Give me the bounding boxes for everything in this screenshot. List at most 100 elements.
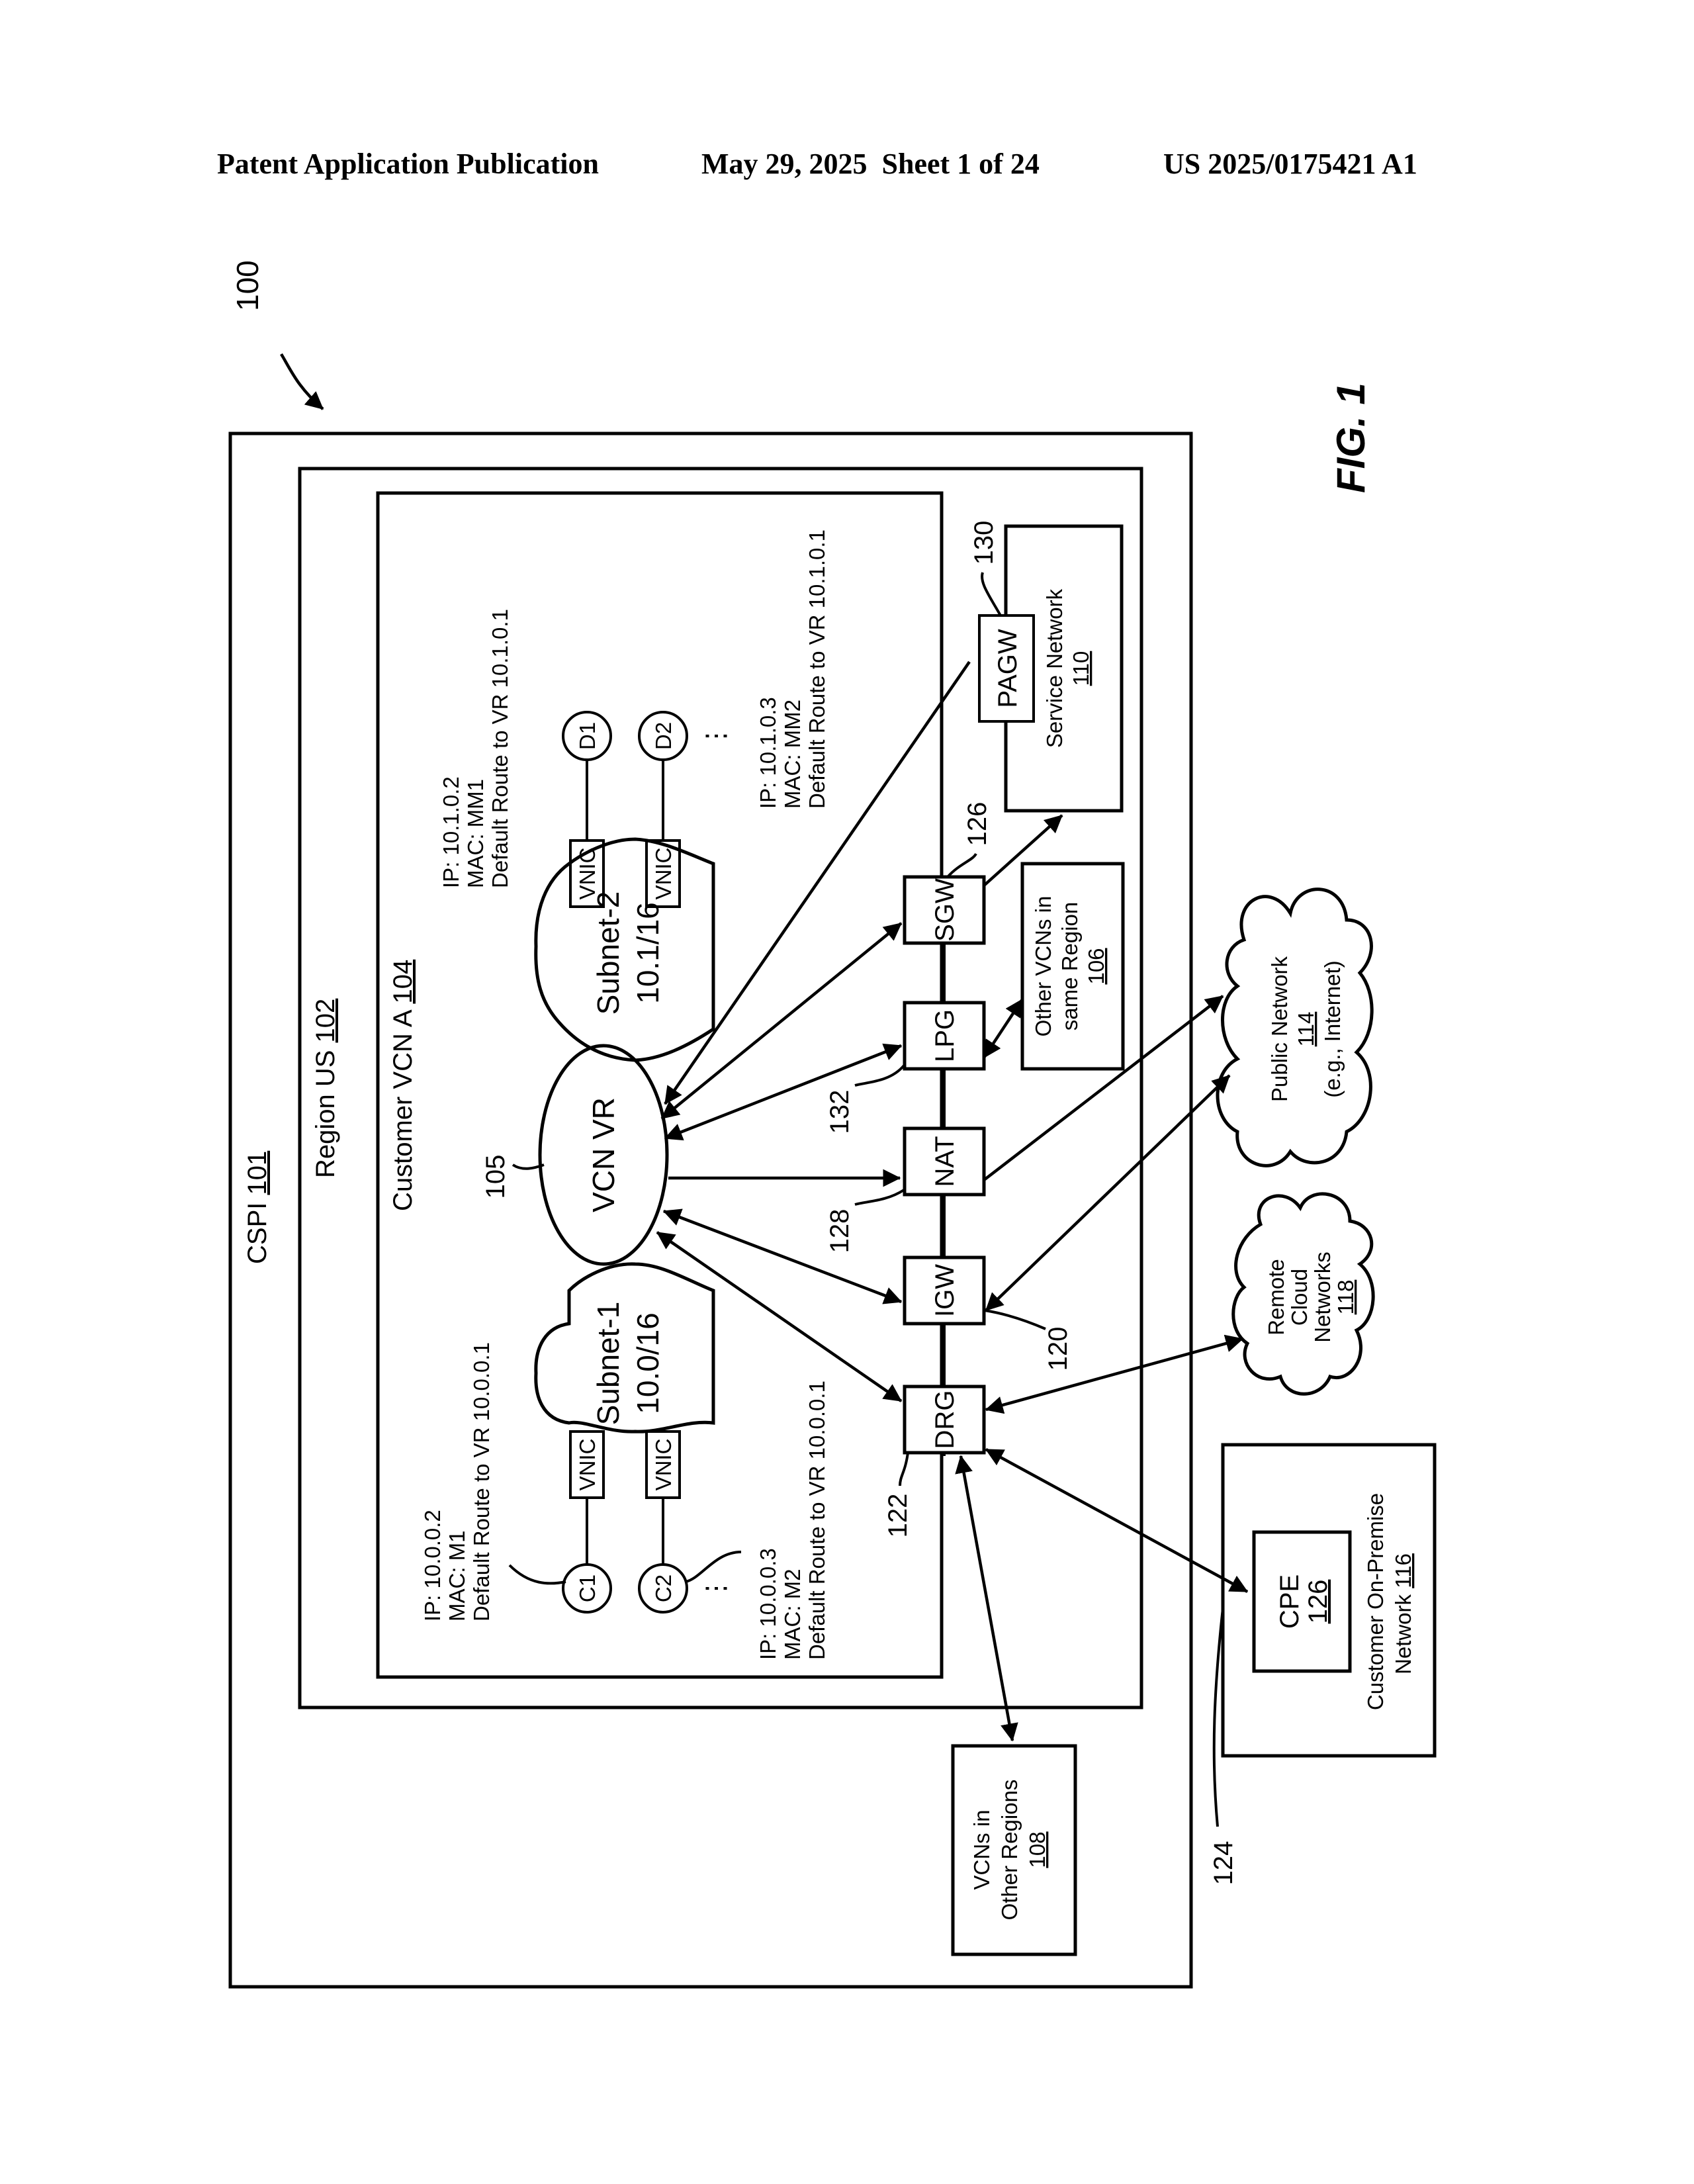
svg-text:110: 110 [1069,651,1093,686]
vcns-other-regions-box [951,1744,1077,1956]
svg-text:MAC: M1: MAC: M1 [445,1530,469,1621]
arrow-vr-sgw [660,922,903,1120]
figure-label: FIG. 1 [1329,383,1373,493]
c2-info: IP: 10.0.0.3 MAC: M2 Default Route to VR… [756,1381,829,1660]
ref-132-leader [854,1064,905,1087]
cpe-box [1252,1530,1352,1673]
svg-text:same Region: same Region [1057,902,1082,1030]
ref-124: 124 [1209,1841,1238,1886]
ref-122-leader [899,1452,909,1486]
arrow-lpg-other-vcns [983,998,1024,1059]
public-network-label: Public Network 114 (e.g., Internet) [1267,956,1345,1102]
svg-text:IP: 10.0.0.3: IP: 10.0.0.3 [756,1548,780,1660]
subnet-2-name: Subnet-2 [591,891,625,1015]
vcns-other-regions-label: VCNs in Other Regions 108 [969,1780,1049,1921]
subnet-2-cidr: 10.1/16 [631,902,665,1003]
ref-105-leader [512,1163,545,1170]
other-vcns-same-region-box [1020,862,1125,1071]
pagw-box [978,614,1035,723]
node-c2 [638,1563,688,1614]
arrow-vr-drg [656,1231,903,1402]
node-c2-label: C2 [651,1574,676,1602]
svg-text:Default Route to VR 10.0.0.1: Default Route to VR 10.0.0.1 [469,1342,494,1621]
customer-onprem-box [1221,1443,1437,1758]
region-title: Region US 102 [311,999,340,1178]
igw-box [903,1255,986,1326]
arrow-drg-cpe [985,1448,1249,1593]
ref-128-leader [854,1189,905,1206]
svg-text:Public Network: Public Network [1267,956,1292,1102]
remote-cloud-networks-label: Remote Cloud Networks 118 [1264,1251,1358,1343]
nat-box [903,1126,986,1197]
ref-120-leader [984,1309,1046,1330]
c1-info-leader [508,1564,566,1585]
ref-128: 128 [825,1209,854,1253]
svg-text:Default Route to VR 10.1.0.1: Default Route to VR 10.1.0.1 [805,529,829,809]
ref-126: 126 [963,802,992,846]
lpg-label: LPG [930,1009,959,1062]
svg-text:MAC: MM1: MAC: MM1 [463,779,488,888]
arrow-sgw-service [983,814,1063,887]
ref-132: 132 [825,1090,854,1134]
pagw-label: PAGW [993,629,1022,708]
subnet-2-shape [534,837,715,1062]
svg-text:108: 108 [1025,1831,1049,1868]
sgw-box [903,875,986,945]
subnet-1-shape [534,1262,715,1433]
ref-126-leader [946,852,977,878]
ref-130-leader [981,572,1002,616]
subnet-1-name: Subnet-1 [591,1302,625,1426]
cpe-label: CPE 126 [1275,1574,1333,1629]
svg-text:106: 106 [1084,948,1108,984]
svg-text:IP: 10.0.0.2: IP: 10.0.0.2 [420,1510,445,1621]
vnic-d1-label: VNIC [575,848,600,900]
cspi-title: CSPI 101 [243,1151,272,1264]
arrow-vr-lpg [664,1043,903,1141]
svg-text:Default Route to VR 10.1.0.1: Default Route to VR 10.1.0.1 [488,609,512,888]
ref-122: 122 [883,1494,913,1538]
header-publication: Patent Application Publication [217,148,599,180]
node-d2 [638,711,688,761]
arrow-drg-other-regions [955,1455,1018,1742]
d-ellipsis: ⋮ [701,723,731,749]
customer-onprem-label: Customer On-Premise Network 116 [1363,1493,1415,1710]
svg-text:Remote: Remote [1264,1259,1288,1336]
svg-text:Region US 102: Region US 102 [311,999,340,1178]
svg-text:114: 114 [1294,1012,1318,1047]
arrow-drg-remote [985,1334,1244,1414]
service-network-label: Service Network 110 [1042,588,1093,748]
subnet-1-cidr: 10.0/16 [631,1312,665,1414]
svg-text:IP: 10.1.0.3: IP: 10.1.0.3 [756,697,780,809]
svg-text:VCNs in: VCNs in [969,1809,994,1889]
ref-105: 105 [481,1155,510,1199]
vcn-vr [538,1044,669,1266]
remote-cloud-networks-cloud [1231,1192,1375,1396]
svg-text:Other VCNs in: Other VCNs in [1031,896,1055,1037]
node-c1 [562,1563,612,1614]
c2-info-leader [685,1551,742,1583]
arrow-igw-public [985,1074,1231,1312]
sgw-label: SGW [930,878,959,942]
drg-box [903,1385,986,1455]
header-date-sheet: May 29, 2025 Sheet 1 of 24 [701,148,1040,180]
arrow-pagw-vr [664,660,971,1105]
vnic-d2-label: VNIC [651,848,676,900]
vcn-vr-label: VCN VR [586,1097,621,1212]
d2-info: IP: 10.1.0.3 MAC: MM2 Default Route to V… [756,529,829,809]
svg-text:Other Regions: Other Regions [997,1780,1022,1921]
ref-124-leader [1212,1608,1224,1827]
svg-text:(e.g., Internet): (e.g., Internet) [1320,960,1345,1097]
vnic-c1-label: VNIC [575,1439,600,1491]
vcn-title: Customer VCN A 104 [388,960,418,1211]
arrow-vr-igw [662,1208,903,1304]
ref-100: 100 [230,260,265,311]
svg-text:Customer VCN A 104: Customer VCN A 104 [388,960,418,1211]
lpg-box [903,1001,986,1071]
svg-text:Default Route to VR 10.0.0.1: Default Route to VR 10.0.0.1 [805,1381,829,1660]
ref-100-arrow [280,353,324,410]
ref-120: 120 [1044,1327,1073,1371]
svg-text:MAC: M2: MAC: M2 [780,1569,805,1660]
svg-text:Service Network: Service Network [1042,588,1067,748]
vcn-box [376,491,944,1679]
